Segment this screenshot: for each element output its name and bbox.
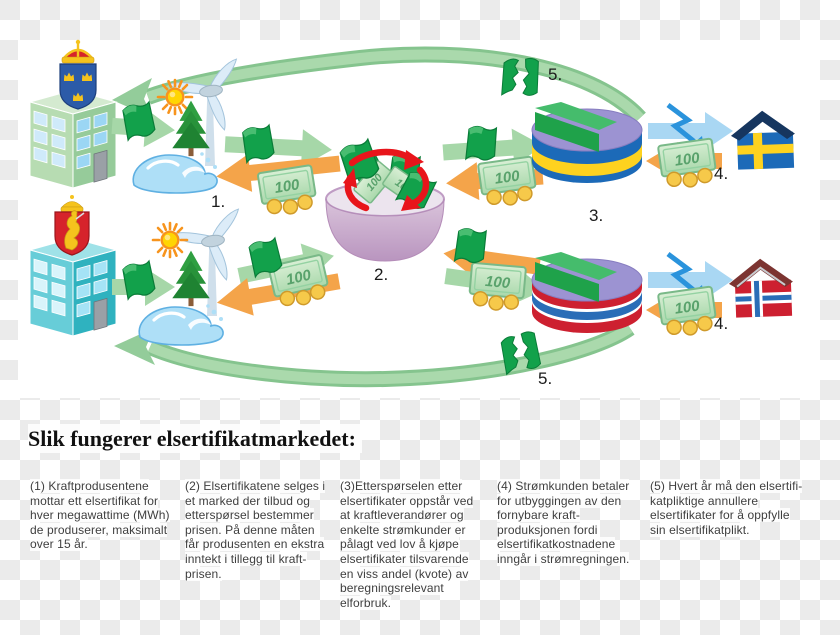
flow-market-supplier-norway [443, 225, 545, 315]
power-supplier-pie-sweden [531, 102, 643, 183]
certificate-arrow-norway-gov [112, 260, 175, 306]
payment-arrow-sweden [646, 137, 722, 191]
label-step-2: 2. [374, 265, 388, 284]
consumer-house-norway [728, 258, 793, 318]
market-bowl [325, 137, 445, 262]
step-5-text: (5) Hvert år må den elsertifi- katplikti… [650, 479, 803, 537]
label-step-1: 1. [211, 192, 225, 211]
payment-arrow-norway [646, 285, 722, 339]
certificate-arrow-sweden-gov [111, 101, 175, 148]
norwegian-coat-of-arms [54, 195, 90, 256]
step-2-text: (2) Elsertifikatene selges i et marked d… [185, 479, 326, 581]
step-4-text: (4) Strømkunden betaler for utbyggingen … [497, 479, 630, 566]
green-certificate-icon [464, 123, 500, 164]
step-1-text: (1) Kraftprodusentene mottar ett elserti… [30, 479, 170, 552]
trading-arrowheads [343, 150, 424, 211]
flow-producer-market-sweden [216, 124, 341, 218]
label-step-4-bottom: 4. [714, 314, 728, 333]
flow-producer-market-norway [216, 236, 341, 316]
elcert-market-diagram: 100 100 [29, 39, 795, 388]
label-step-5-bottom: 5. [538, 369, 552, 388]
flow-market-supplier-sweden [442, 123, 544, 209]
label-step-5-top: 5. [548, 65, 562, 84]
consumer-house-sweden [730, 110, 795, 170]
power-supplier-pie-norway [531, 252, 643, 333]
page-title: Slik fungerer elsertifikatmarkedet: [28, 424, 362, 453]
label-step-3: 3. [589, 206, 603, 225]
step-3-text: (3)Etterspørselen etter elsertifikater o… [340, 479, 474, 610]
swedish-coat-of-arms [59, 39, 97, 110]
label-step-4-top: 4. [714, 164, 728, 183]
sun-icon-norway [151, 221, 189, 259]
green-certificate-icon [241, 124, 276, 164]
